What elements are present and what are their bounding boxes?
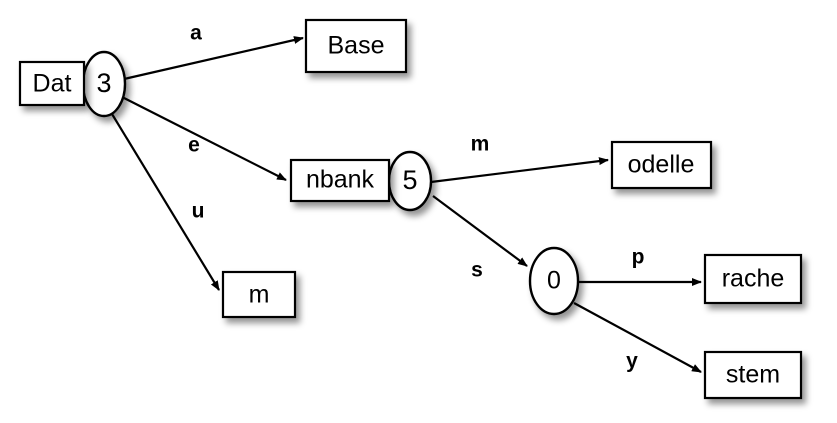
badge-3-label: 3: [96, 68, 111, 98]
edge-y-label: y: [626, 350, 638, 373]
edge-p-label: p: [632, 246, 645, 269]
node-m-rect[interactable]: [221, 270, 297, 319]
edge-m-line[interactable]: [430, 157, 609, 184]
edge-labels-layer: a e u m s p y: [188, 22, 644, 373]
badge-3[interactable]: 3: [81, 50, 127, 118]
edge-s-line[interactable]: [432, 195, 528, 267]
edge-e-line[interactable]: [121, 96, 287, 181]
edge-u-line[interactable]: [111, 113, 220, 291]
node-dat-label: Dat: [33, 70, 72, 98]
node-rache-label: rache: [722, 265, 785, 293]
node-rache[interactable]: rache: [703, 253, 803, 305]
edges-layer: [111, 36, 702, 373]
node-dat-rect[interactable]: [18, 60, 86, 107]
node-base-rect[interactable]: [304, 18, 408, 74]
node-nbank-rect[interactable]: [289, 158, 391, 203]
node-odelle-rect[interactable]: [610, 140, 713, 190]
node-base-label: Base: [328, 32, 385, 60]
edge-y-line[interactable]: [573, 302, 702, 373]
node-odelle-label: odelle: [628, 151, 695, 179]
edge-e-label: e: [188, 134, 200, 157]
badge-5-label: 5: [402, 165, 417, 195]
edge-m-label: m: [471, 133, 490, 156]
node-stem[interactable]: stem: [703, 350, 803, 400]
node-m[interactable]: m: [221, 270, 297, 319]
node-nbank-label: nbank: [306, 166, 375, 194]
badge-5[interactable]: 5: [387, 150, 433, 212]
node-m-label: m: [249, 281, 270, 309]
edge-a-line[interactable]: [123, 36, 304, 81]
node-odelle[interactable]: odelle: [610, 140, 713, 190]
nodes-layer: Dat Base nbank m odelle 0: [18, 18, 803, 400]
edge-u-label: u: [192, 200, 205, 223]
node-zero-label: 0: [547, 267, 561, 295]
edge-s-label: s: [471, 259, 483, 282]
node-zero[interactable]: 0: [528, 246, 580, 316]
node-dat[interactable]: Dat: [18, 60, 86, 107]
node-stem-rect[interactable]: [703, 350, 803, 400]
node-zero-ellipse[interactable]: [528, 246, 580, 316]
node-base[interactable]: Base: [304, 18, 408, 74]
edge-a-label: a: [190, 22, 202, 45]
node-rache-rect[interactable]: [703, 253, 803, 305]
node-nbank[interactable]: nbank: [289, 158, 391, 203]
node-stem-label: stem: [726, 361, 780, 389]
